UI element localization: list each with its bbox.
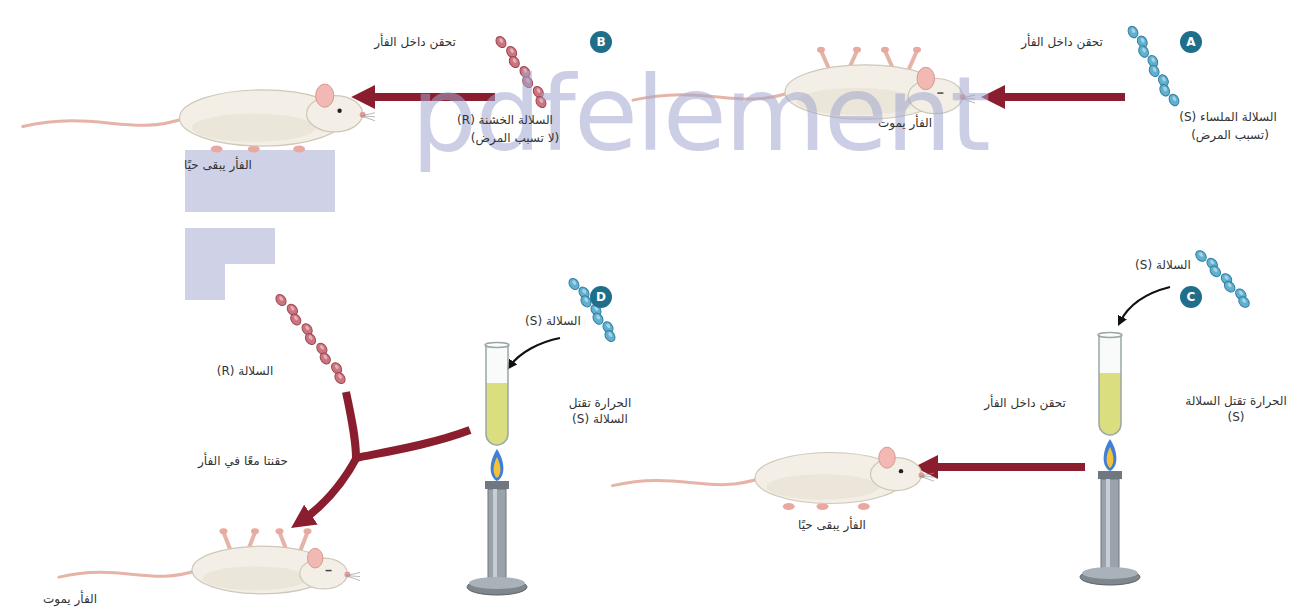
- living-mouse: [23, 84, 375, 152]
- heat-label: الحرارة تقتل السلالة (S): [1180, 394, 1292, 425]
- smooth-strain: [1126, 25, 1181, 108]
- smooth-strain: [567, 277, 617, 344]
- strain-note: (لا تسبب المرض): [471, 131, 559, 147]
- dead-mouse: [59, 528, 360, 594]
- panel-letter-text: C: [1187, 290, 1196, 304]
- outcome-label: الفأر يموت: [878, 116, 932, 132]
- instruction-label: حقنتا معًا في الفأر: [198, 454, 288, 470]
- instruction-label: تحقن داخل الفأر: [1021, 35, 1103, 51]
- living-mouse: [613, 447, 935, 510]
- smooth-strain: [1194, 249, 1252, 310]
- panel-letter-text: D: [596, 290, 606, 304]
- panel-letter-text: A: [1186, 35, 1195, 49]
- heat-label: الحرارة تقتل السلالة (S): [561, 396, 639, 427]
- panel-letter: A: [1180, 31, 1202, 53]
- panel-letter-text: B: [596, 35, 605, 49]
- panel-letter: B: [590, 31, 612, 53]
- instruction-label: تحقن داخل الفأر: [374, 35, 456, 51]
- transfer-arrow: [510, 338, 560, 366]
- outcome-label: الفأر يبقى حيًا: [798, 518, 866, 534]
- strain-label: السلالة الملساء (S): [1179, 110, 1276, 126]
- tube-and-burner: [467, 343, 527, 596]
- merge-arrow: [356, 430, 470, 458]
- strain-label: السلالة (S): [1135, 258, 1191, 274]
- strain-label: السلالة (S): [525, 314, 581, 330]
- outcome-label: الفأر يبقى حيًا: [184, 158, 252, 174]
- panel-letter: D: [590, 286, 612, 308]
- outcome-label: الفأر يموت: [43, 592, 97, 608]
- rough-strain: [274, 293, 347, 386]
- strain-note: (تسبب المرض): [1191, 128, 1269, 144]
- strain-label: السلالة الخشنة (R): [457, 113, 553, 129]
- merge-arrow: [300, 455, 358, 522]
- strain-label: السلالة (R): [217, 364, 273, 380]
- panel-letter: C: [1180, 286, 1202, 308]
- transfer-arrow: [1120, 287, 1170, 322]
- instruction-label: تحقن داخل الفأر: [984, 396, 1066, 412]
- merge-arrow: [346, 392, 356, 458]
- injection-arrow: [992, 93, 1125, 101]
- watermark-logo: [185, 150, 335, 300]
- tube-and-burner: [1080, 333, 1140, 586]
- injection-arrow: [925, 463, 1085, 471]
